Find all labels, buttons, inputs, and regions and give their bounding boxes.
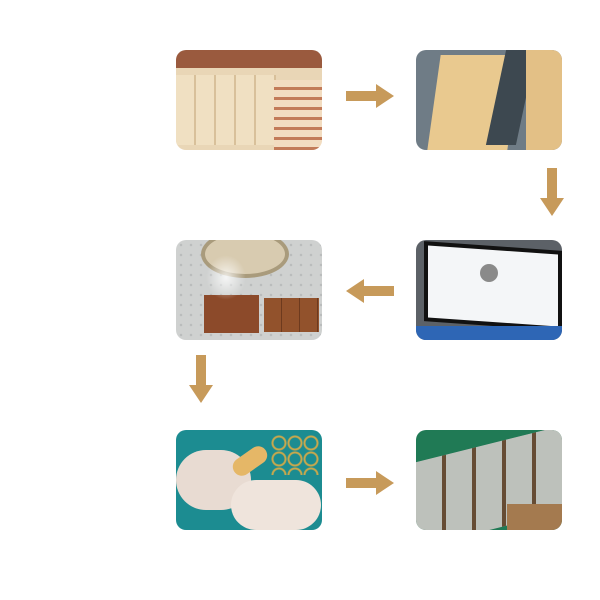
step-design-photo: [416, 240, 562, 340]
step-raw-material-photo: [176, 50, 322, 150]
arrow-left-icon: [346, 279, 394, 303]
arrow-right-icon: [346, 471, 394, 495]
step-packaging-photo: [416, 430, 562, 530]
step-laser-cutting-photo: [416, 50, 562, 150]
arrow-down-icon: [189, 355, 213, 403]
step-laser-engraving-photo: [176, 240, 322, 340]
step-assembly-photo: [176, 430, 322, 530]
arrow-right-icon: [346, 84, 394, 108]
arrow-down-icon: [540, 168, 564, 216]
